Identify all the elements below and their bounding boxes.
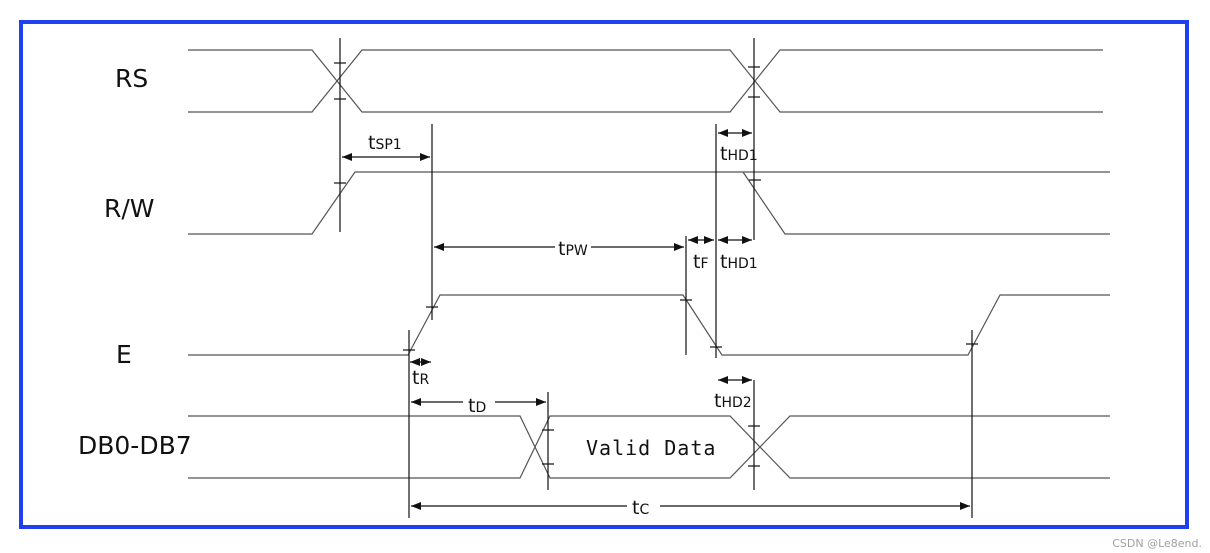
label-tsp1: tSP1 [368,132,402,154]
label-tpw: tPW [558,238,588,260]
timing-labels: tSP1 tHD1 tPW tF tHD1 tR tD tHD2 tC [368,132,758,519]
signal-label-db: DB0-DB7 [78,431,192,460]
label-thd2: tHD2 [714,390,752,412]
bus-valid-data-text: Valid Data [586,436,716,460]
watermark: CSDN @Le8end. [1112,537,1202,550]
label-tf: tF [693,251,709,273]
reference-lines [339,38,973,518]
label-tc: tC [632,497,649,519]
label-tr: tR [412,367,429,389]
waveform-rw [188,171,1110,235]
waveform-e [188,294,1110,356]
signal-label-e: E [116,340,132,369]
diagram-frame [19,20,1189,529]
signal-label-rs: RS [115,64,148,93]
label-thd1-top: tHD1 [720,143,758,165]
dimension-arrows [342,129,970,510]
label-td: tD [468,395,486,417]
waveform-db: Valid Data [188,415,1110,479]
signal-label-rw: R/W [104,194,155,223]
crossing-ticks [334,62,978,467]
waveform-rs [188,49,1103,113]
label-thd1-mid: tHD1 [720,251,758,273]
